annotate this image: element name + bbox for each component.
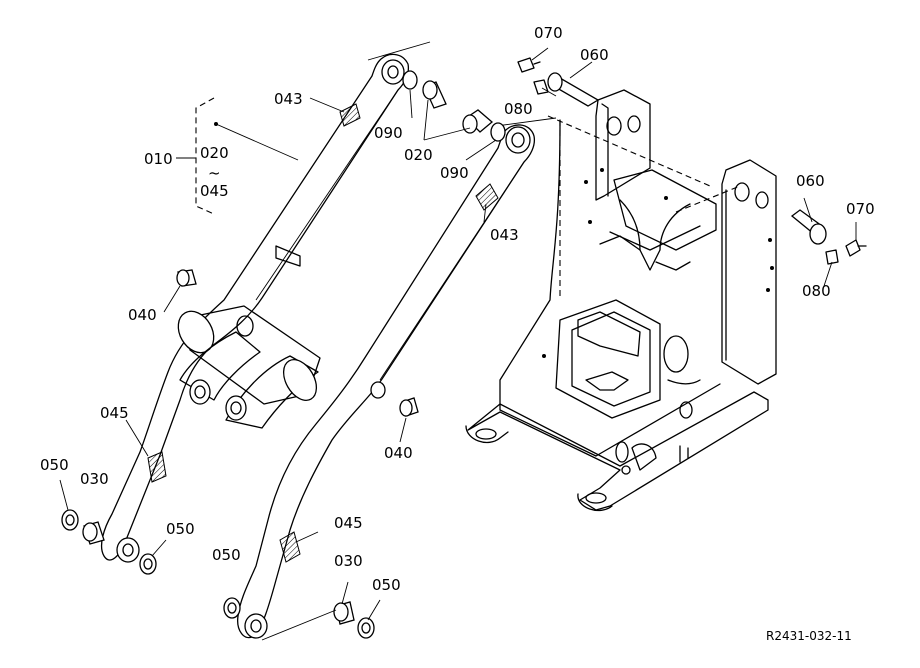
label-020-range-start: 020 bbox=[200, 144, 229, 162]
label-045-range-end: 045 bbox=[200, 182, 229, 200]
label-030-b: 030 bbox=[334, 552, 363, 570]
label-050-d: 050 bbox=[372, 576, 401, 594]
label-060-top: 060 bbox=[580, 46, 609, 64]
label-050-b: 050 bbox=[166, 520, 195, 538]
main-frame bbox=[465, 89, 777, 511]
label-090-left: 090 bbox=[374, 124, 403, 142]
decal-043-upper-left bbox=[339, 103, 361, 127]
label-043-lower: 043 bbox=[490, 226, 519, 244]
label-010: 010 bbox=[144, 150, 173, 168]
right-lift-arm bbox=[237, 117, 557, 639]
label-030-a: 030 bbox=[80, 470, 109, 488]
leader-lines bbox=[59, 47, 857, 641]
label-020: 020 bbox=[404, 146, 433, 164]
label-040-left: 040 bbox=[128, 306, 157, 324]
label-090-right: 090 bbox=[440, 164, 469, 182]
small-parts bbox=[61, 57, 867, 639]
decal-043-right bbox=[475, 183, 499, 211]
label-043-upper: 043 bbox=[274, 90, 303, 108]
label-080-right: 080 bbox=[802, 282, 831, 300]
label-range-tilde: ~ bbox=[208, 164, 221, 182]
label-050-a: 050 bbox=[40, 456, 69, 474]
reference-code: R2431-032-11 bbox=[766, 629, 852, 643]
decal-045-lower-left bbox=[147, 451, 167, 483]
label-050-c: 050 bbox=[212, 546, 241, 564]
part-labels: 010 020 ~ 045 043 043 090 090 020 070 06… bbox=[40, 24, 875, 643]
label-045-right: 045 bbox=[334, 514, 363, 532]
label-040-right: 040 bbox=[384, 444, 413, 462]
label-060-right: 060 bbox=[796, 172, 825, 190]
decal-045-lower-right bbox=[279, 531, 301, 563]
label-045-left: 045 bbox=[100, 404, 129, 422]
label-080-top: 080 bbox=[504, 100, 533, 118]
label-070-top: 070 bbox=[534, 24, 563, 42]
left-lift-arm bbox=[100, 41, 431, 563]
cross-tube bbox=[177, 305, 321, 429]
label-070-right: 070 bbox=[846, 200, 875, 218]
